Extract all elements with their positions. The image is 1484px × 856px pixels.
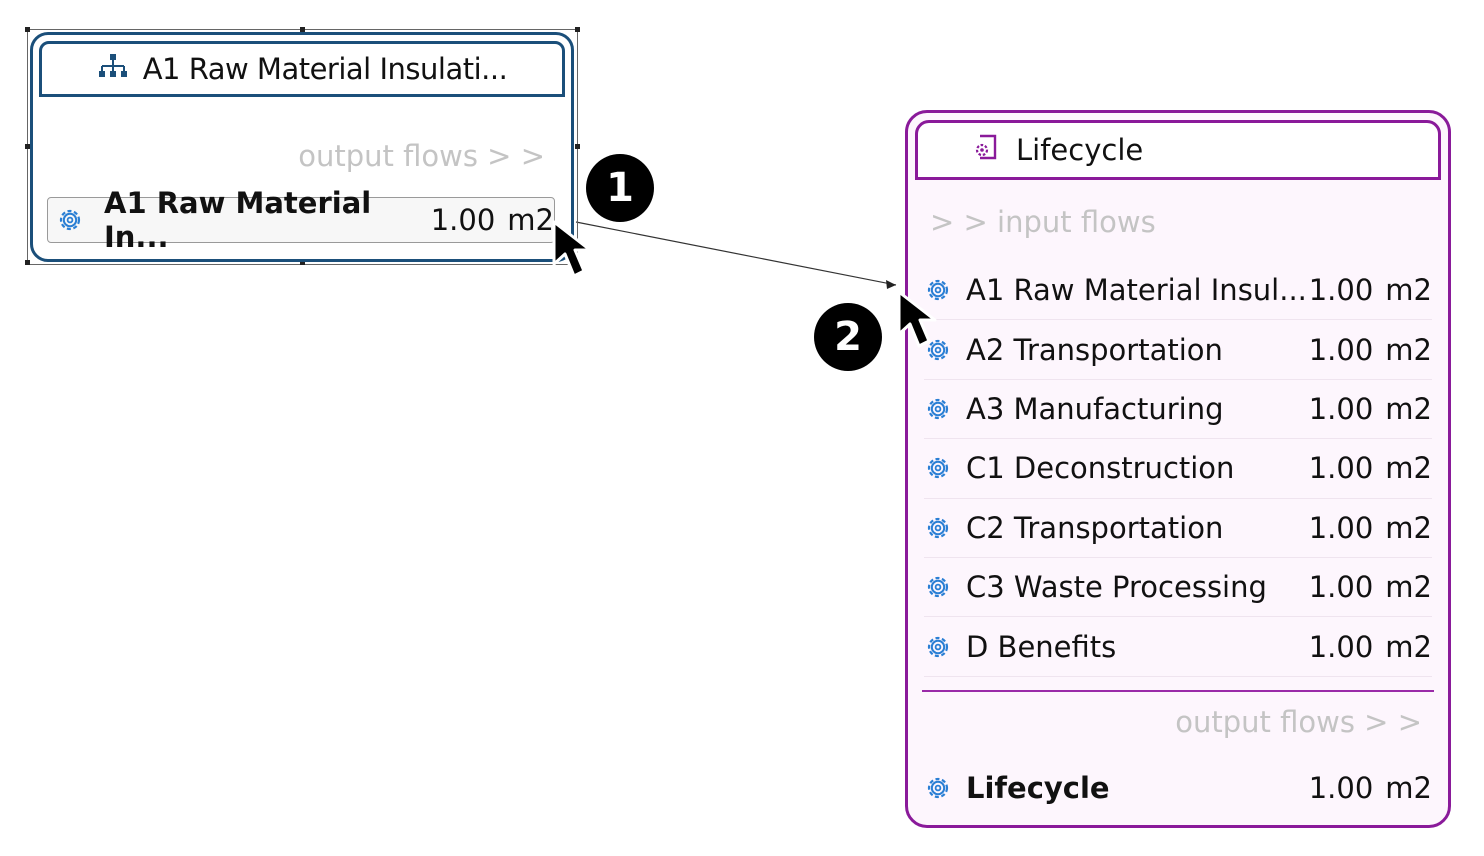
input-flow-name: A3 Manufacturing bbox=[966, 391, 1224, 426]
selection-handle[interactable] bbox=[300, 260, 305, 265]
output-flows-label: output flows > > bbox=[1175, 705, 1422, 739]
output-flow-unit: m2 bbox=[507, 203, 554, 237]
input-flow-amount: 1.00 bbox=[1308, 570, 1374, 605]
input-flow-unit: m2 bbox=[1385, 570, 1432, 605]
process-icon bbox=[970, 132, 1000, 169]
input-flow-name: A1 Raw Material Insul... bbox=[966, 273, 1307, 308]
input-flow-unit: m2 bbox=[1385, 629, 1432, 664]
selection-handle[interactable] bbox=[25, 27, 30, 32]
input-flow-unit: m2 bbox=[1385, 451, 1432, 486]
output-flow-row[interactable]: Lifecycle 1.00 m2 bbox=[924, 765, 1432, 811]
input-flow-row[interactable]: C3 Waste Processing 1.00 m2 bbox=[924, 558, 1432, 618]
input-flow-row[interactable]: C2 Transportation 1.00 m2 bbox=[924, 499, 1432, 558]
input-flow-unit: m2 bbox=[1385, 391, 1432, 426]
selection-handle[interactable] bbox=[575, 27, 580, 32]
gear-icon bbox=[924, 514, 952, 542]
output-flow-name: Lifecycle bbox=[966, 771, 1110, 805]
input-flow-name: C1 Deconstruction bbox=[966, 451, 1235, 486]
selection-handle[interactable] bbox=[575, 144, 580, 149]
input-flows-label: > > input flows bbox=[930, 205, 1156, 239]
input-flow-name: D Benefits bbox=[966, 629, 1117, 664]
input-flow-row[interactable]: A2 Transportation 1.00 m2 bbox=[924, 320, 1432, 380]
gear-icon bbox=[924, 336, 952, 364]
input-flow-amount: 1.00 bbox=[1308, 451, 1374, 486]
gear-icon bbox=[924, 573, 952, 601]
hierarchy-icon bbox=[97, 52, 129, 87]
cursor-arrow-icon bbox=[897, 290, 961, 354]
input-flow-name: A2 Transportation bbox=[966, 332, 1223, 367]
selection-handle[interactable] bbox=[25, 260, 30, 265]
step-2-badge: 2 bbox=[814, 303, 882, 371]
source-process-node[interactable]: A1 Raw Material Insulati... output flows… bbox=[30, 32, 574, 262]
output-flow-name: A1 Raw Material In... bbox=[104, 186, 372, 254]
target-node-header[interactable]: Lifecycle bbox=[915, 120, 1441, 180]
target-node-title: Lifecycle bbox=[1016, 133, 1144, 167]
cursor-arrow-icon bbox=[552, 220, 616, 284]
input-flow-name: C3 Waste Processing bbox=[966, 570, 1267, 605]
gear-icon bbox=[924, 454, 952, 482]
gear-icon bbox=[924, 276, 952, 304]
gear-icon bbox=[56, 206, 84, 234]
gear-icon bbox=[924, 774, 952, 802]
target-process-node[interactable]: Lifecycle > > input flows A1 Raw Materia… bbox=[905, 110, 1451, 828]
selection-handle[interactable] bbox=[25, 144, 30, 149]
input-flow-amount: 1.00 bbox=[1308, 273, 1374, 308]
input-flow-row[interactable]: A3 Manufacturing 1.00 m2 bbox=[924, 380, 1432, 440]
source-node-title: A1 Raw Material Insulati... bbox=[142, 52, 508, 86]
input-flow-amount: 1.00 bbox=[1308, 510, 1374, 545]
input-flow-unit: m2 bbox=[1385, 332, 1432, 367]
selection-handle[interactable] bbox=[300, 27, 305, 32]
input-flow-unit: m2 bbox=[1385, 273, 1432, 308]
gear-icon bbox=[924, 633, 952, 661]
input-flow-row[interactable]: D Benefits 1.00 m2 bbox=[924, 617, 1432, 677]
output-flows-label: output flows > > bbox=[298, 139, 545, 173]
output-flow-amount: 1.00 bbox=[1308, 771, 1374, 805]
output-flow-amount: 1.00 bbox=[430, 203, 496, 237]
step-1-badge: 1 bbox=[586, 154, 654, 222]
output-flow-unit: m2 bbox=[1385, 771, 1432, 805]
input-flow-row[interactable]: C1 Deconstruction 1.00 m2 bbox=[924, 439, 1432, 499]
input-flow-amount: 1.00 bbox=[1308, 391, 1374, 426]
section-divider bbox=[922, 690, 1434, 692]
gear-icon bbox=[924, 395, 952, 423]
source-node-header[interactable]: A1 Raw Material Insulati... bbox=[39, 41, 565, 97]
input-flow-unit: m2 bbox=[1385, 510, 1432, 545]
output-flow-row[interactable]: A1 Raw Material In... 1.00 m2 bbox=[47, 186, 555, 254]
input-flow-amount: 1.00 bbox=[1308, 629, 1374, 664]
input-flow-row[interactable]: A1 Raw Material Insul...1.00 m2 bbox=[924, 261, 1432, 321]
input-flow-name: C2 Transportation bbox=[966, 510, 1224, 545]
input-flow-amount: 1.00 bbox=[1308, 332, 1374, 367]
